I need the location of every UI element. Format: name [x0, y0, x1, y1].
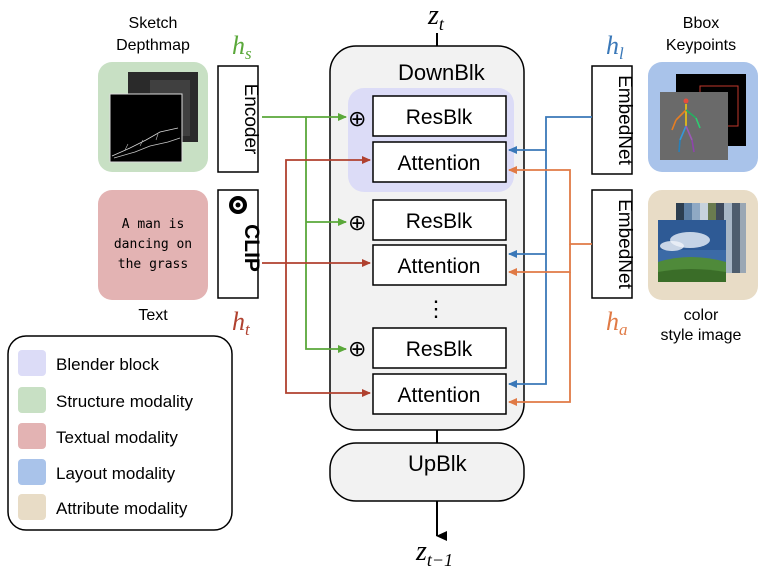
clip-label: CLIP: [240, 224, 263, 272]
structure-arrows: [262, 113, 347, 353]
text-prompt-line-3: the grass: [118, 257, 188, 272]
resblk-1: [372, 95, 507, 137]
attention-1: [372, 141, 507, 183]
text-arrows: [262, 156, 371, 397]
ht-label: ht: [232, 307, 251, 339]
legend-label-textual: Textual modality: [56, 428, 178, 447]
skeleton-figure: [671, 98, 701, 153]
embednet-top-box: [591, 65, 633, 175]
resblk-2-label: ResBlk: [406, 210, 473, 233]
plus-icon-2: ⊕: [348, 210, 366, 235]
resblk-3-label: ResBlk: [406, 338, 473, 361]
layout-arrows: [508, 116, 592, 388]
text-prompt-line-2: dancing on: [114, 237, 192, 252]
attention-1-label: Attention: [398, 152, 481, 175]
attention-2: [372, 244, 507, 286]
depthmap-label: Depthmap: [116, 37, 190, 54]
legend-label-structure: Structure modality: [56, 392, 193, 411]
text-label: Text: [138, 307, 168, 324]
style-image: [658, 220, 726, 282]
embednet-top-label: EmbedNet: [614, 75, 635, 165]
encoder-label: Encoder: [240, 84, 261, 155]
hl-label: hl: [606, 31, 624, 63]
legend-box: [7, 335, 233, 531]
resblk-2: [372, 199, 507, 241]
upblk-container: [329, 442, 525, 502]
ellipsis: ⋮: [425, 296, 447, 321]
text-input-panel: [98, 190, 208, 300]
attention-3-label: Attention: [398, 384, 481, 407]
clip-logo-icon: [229, 196, 247, 214]
sketch-image: [109, 93, 183, 163]
legend-label-attribute: Attribute modality: [56, 499, 188, 518]
embednet-bottom-label: EmbedNet: [614, 199, 635, 289]
hs-label: hs: [232, 31, 252, 63]
plus-icon-1: ⊕: [348, 106, 366, 131]
legend-label-layout: Layout modality: [56, 464, 176, 483]
legend-swatch-attribute: [18, 494, 46, 520]
z-t-label: zt: [427, 0, 445, 34]
encoder-box: [217, 65, 259, 173]
resblk-1-label: ResBlk: [406, 106, 473, 129]
attention-2-label: Attention: [398, 255, 481, 278]
embednet-bottom-box: [591, 189, 633, 299]
legend-label-blender: Blender block: [56, 355, 160, 374]
ha-label: ha: [606, 307, 628, 339]
keypoints-label: Keypoints: [666, 37, 736, 54]
z-t-minus-1-label: zt−1: [415, 536, 453, 567]
legend-swatch-blender: [18, 350, 46, 376]
downblk-label: DownBlk: [398, 60, 486, 85]
style-image-label: style image: [661, 327, 742, 344]
sketch-label: Sketch: [129, 15, 178, 32]
attention-3: [372, 373, 507, 415]
color-label: color: [684, 307, 719, 324]
bbox-label: Bbox: [683, 15, 719, 32]
text-prompt-line-1: A man is: [122, 217, 185, 232]
plus-icon-3: ⊕: [348, 336, 366, 361]
resblk-3: [372, 327, 507, 369]
upblk-label: UpBlk: [408, 451, 468, 476]
legend-swatch-textual: [18, 423, 46, 449]
legend-swatch-layout: [18, 459, 46, 485]
attribute-arrows: [508, 166, 592, 406]
legend-swatch-structure: [18, 387, 46, 413]
